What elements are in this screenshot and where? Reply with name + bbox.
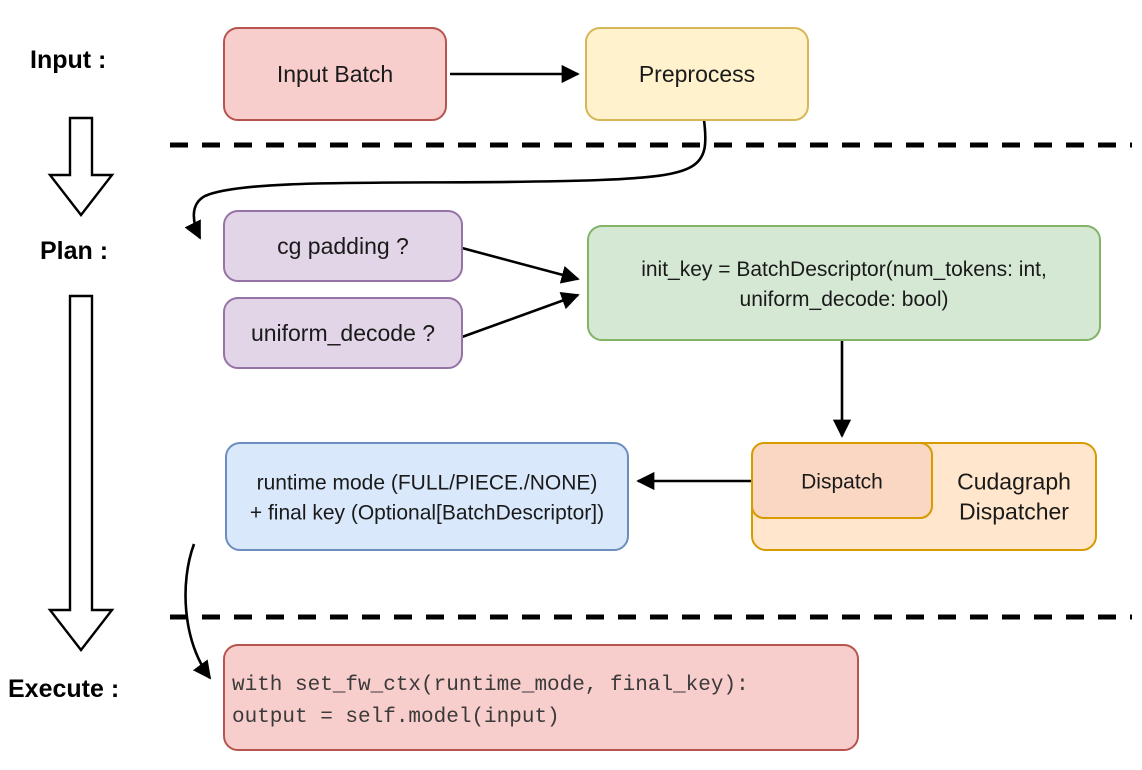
block-arrow-plan-to-execute bbox=[47, 294, 115, 652]
execute-code-node[interactable]: with set_fw_ctx(runtime_mode, final_key)… bbox=[223, 644, 859, 751]
edge-cg-padding-to-init-key bbox=[461, 246, 580, 284]
dispatch-node[interactable]: Dispatch bbox=[751, 442, 933, 519]
execute-code-node-label-2: output = self.model(input) bbox=[232, 706, 560, 729]
uniform-decode-node-shape bbox=[223, 297, 463, 369]
uniform-decode-node[interactable]: uniform_decode ? bbox=[223, 297, 463, 369]
cg-padding-node-label-1: cg padding ? bbox=[277, 233, 409, 259]
stage-label-input: Input : bbox=[30, 46, 106, 74]
input-batch-node[interactable]: Input Batch bbox=[223, 27, 447, 121]
input-batch-node-shape bbox=[223, 27, 447, 121]
init-key-node-label-2: uniform_decode: bool) bbox=[740, 288, 949, 311]
nodes: Input Batch Preprocess cg padding ? uniform… bbox=[223, 27, 1101, 751]
cg-padding-node[interactable]: cg padding ? bbox=[223, 210, 463, 282]
init-key-node-shape bbox=[587, 225, 1101, 341]
preprocess-node[interactable]: Preprocess bbox=[585, 27, 809, 121]
dispatch-node-label-1: Dispatch bbox=[801, 470, 883, 493]
block-arrow-input-to-plan bbox=[47, 116, 115, 217]
edge-preprocess-to-cg-padding bbox=[184, 119, 707, 240]
runtime-mode-node[interactable]: runtime mode (FULL/PIECE./NONE) + final k… bbox=[225, 442, 629, 551]
runtime-mode-node-label-1: runtime mode (FULL/PIECE./NONE) bbox=[257, 471, 598, 494]
stage-label-execute: Execute : bbox=[8, 675, 119, 703]
runtime-mode-node-label-2: + final key (Optional[BatchDescriptor]) bbox=[250, 501, 604, 524]
cudagraph-dispatcher-node-label-1: Cudagraph bbox=[957, 468, 1071, 494]
init-key-node[interactable]: init_key = BatchDescriptor(num_tokens: i… bbox=[587, 225, 1101, 341]
edges bbox=[184, 64, 852, 680]
preprocess-node-label-1: Preprocess bbox=[639, 61, 755, 87]
preprocess-node-shape bbox=[585, 27, 809, 121]
edge-runtime-mode-to-execute-code bbox=[184, 543, 212, 680]
edge-uniform-decode-to-init-key bbox=[461, 292, 580, 339]
runtime-mode-node-shape bbox=[225, 442, 629, 551]
input-batch-node-label-1: Input Batch bbox=[277, 61, 393, 87]
cudagraph-dispatcher-node-label-2: Dispatcher bbox=[959, 498, 1069, 524]
section-dividers bbox=[170, 142, 1132, 620]
stage-labels: Input : Plan : Execute : bbox=[8, 46, 119, 703]
stage-block-arrows bbox=[47, 116, 115, 652]
stage-label-plan: Plan : bbox=[40, 237, 108, 265]
dispatch-node-shape bbox=[751, 442, 933, 519]
init-key-node-label-1: init_key = BatchDescriptor(num_tokens: i… bbox=[641, 258, 1047, 281]
execute-code-node-label-1: with set_fw_ctx(runtime_mode, final_key)… bbox=[232, 674, 749, 697]
cg-padding-node-shape bbox=[223, 210, 463, 282]
uniform-decode-node-label-1: uniform_decode ? bbox=[251, 320, 435, 346]
execute-code-node-shape bbox=[223, 644, 859, 751]
